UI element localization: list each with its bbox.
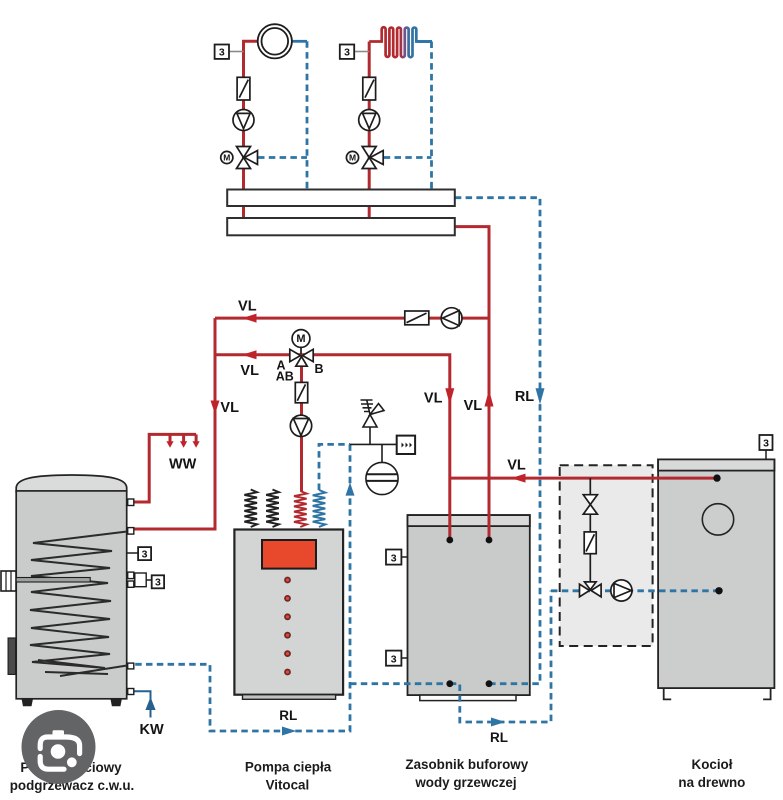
svg-text:M: M xyxy=(223,153,230,163)
svg-text:AB: AB xyxy=(276,370,294,384)
svg-text:3: 3 xyxy=(155,577,161,589)
svg-text:VL: VL xyxy=(220,400,239,416)
svg-text:3: 3 xyxy=(763,438,769,450)
svg-text:A: A xyxy=(276,359,285,373)
svg-text:VL: VL xyxy=(240,363,259,379)
svg-text:wody grzewczej: wody grzewczej xyxy=(414,775,516,790)
svg-text:3: 3 xyxy=(391,654,397,666)
svg-text:VL: VL xyxy=(424,390,443,406)
svg-text:RL: RL xyxy=(515,389,534,405)
svg-text:WW: WW xyxy=(169,457,197,473)
svg-text:Zasobnik buforowy: Zasobnik buforowy xyxy=(405,757,528,772)
svg-text:VL: VL xyxy=(238,298,257,314)
svg-text:na drewno: na drewno xyxy=(678,775,745,790)
svg-text:Pompa ciepła: Pompa ciepła xyxy=(245,760,332,775)
svg-text:Kocioł: Kocioł xyxy=(692,757,733,772)
svg-text:3: 3 xyxy=(142,548,148,560)
svg-text:M: M xyxy=(349,153,356,163)
svg-text:VL: VL xyxy=(507,458,526,474)
svg-text:KW: KW xyxy=(140,722,164,738)
svg-text:RL: RL xyxy=(279,708,297,723)
svg-text:B: B xyxy=(314,362,323,376)
svg-text:3: 3 xyxy=(344,46,350,58)
svg-text:Vitocal: Vitocal xyxy=(266,778,310,793)
svg-text:M: M xyxy=(296,333,305,345)
svg-text:VL: VL xyxy=(464,398,483,414)
svg-text:RL: RL xyxy=(490,730,508,745)
svg-text:3: 3 xyxy=(219,46,225,58)
svg-text:podgrzewacz c.w.u.: podgrzewacz c.w.u. xyxy=(10,778,135,793)
svg-text:3: 3 xyxy=(391,553,397,565)
